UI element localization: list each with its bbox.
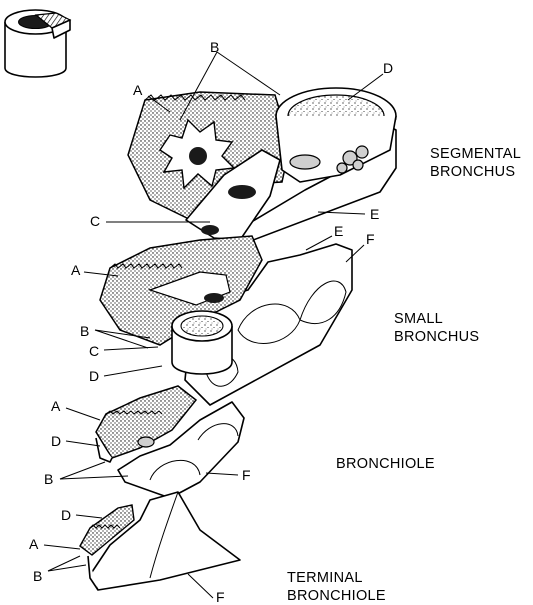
title-terminal-line1: TERMINAL <box>287 570 363 586</box>
label-a-terminal: A <box>29 536 39 552</box>
label-a-small: A <box>71 262 81 278</box>
label-c-segmental: C <box>90 213 100 229</box>
title-segmental-line2: BRONCHUS <box>430 164 515 180</box>
label-d-segmental: D <box>383 60 393 76</box>
label-f-small: F <box>366 231 375 247</box>
orientation-inset-cylinder <box>4 9 72 78</box>
terminal-bronchiole-illustration <box>79 491 241 591</box>
small-bronchus-illustration <box>99 235 353 406</box>
label-e-small: E <box>334 223 343 239</box>
title-bronchiole: BRONCHIOLE <box>336 456 435 472</box>
title-small-line2: BRONCHUS <box>394 329 479 345</box>
label-b-segmental: B <box>210 39 219 55</box>
title-terminal-line2: BRONCHIOLE <box>287 588 386 604</box>
letter-labels: B A D C E E F A B C D A D B F D A B F <box>29 39 393 605</box>
leader-lines <box>43 51 384 599</box>
label-b-bronchiole: B <box>44 471 53 487</box>
label-b-small: B <box>80 323 89 339</box>
label-c-small: C <box>89 343 99 359</box>
title-segmental-line1: SEGMENTAL <box>430 146 521 162</box>
title-small-line1: SMALL <box>394 311 443 327</box>
section-titles: SEGMENTAL BRONCHUS SMALL BRONCHUS BRONCH… <box>287 146 521 604</box>
label-d-bronchiole: D <box>51 433 61 449</box>
label-e-segmental: E <box>370 206 379 222</box>
label-f-bronchiole: F <box>242 467 251 483</box>
label-a-segmental: A <box>133 82 143 98</box>
label-f-terminal: F <box>216 589 225 605</box>
label-d-small: D <box>89 368 99 384</box>
label-b-terminal: B <box>33 568 42 584</box>
label-d-terminal: D <box>61 507 71 523</box>
segmental-bronchus-illustration <box>127 87 397 249</box>
label-a-bronchiole: A <box>51 398 61 414</box>
bronchiole-illustration <box>95 385 245 499</box>
